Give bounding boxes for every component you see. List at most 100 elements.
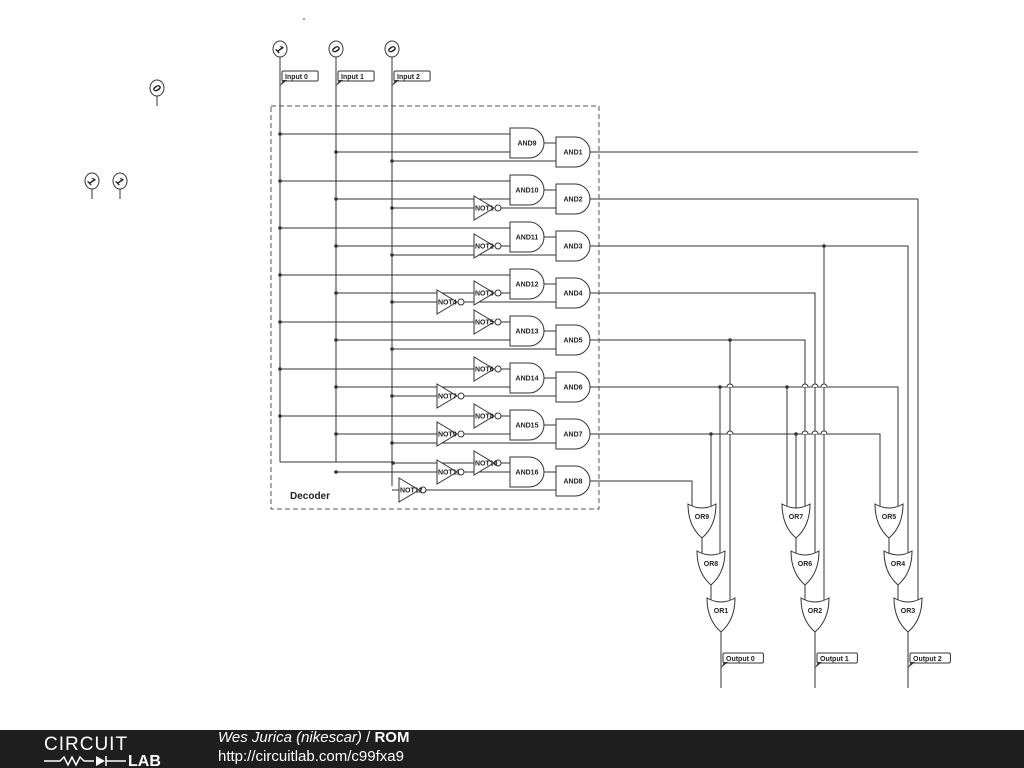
and-gate-and7: AND7 <box>555 418 591 450</box>
and-gate-and10: AND10 <box>509 174 545 206</box>
svg-text:OR5: OR5 <box>882 514 897 521</box>
svg-text:AND15: AND15 <box>516 423 539 430</box>
or-gate-or9: OR9 <box>687 503 717 539</box>
svg-text:AND8: AND8 <box>563 479 582 486</box>
input-1-probe[interactable]: 0 <box>328 40 344 67</box>
svg-text:AND3: AND3 <box>563 244 582 251</box>
svg-text:NOT4: NOT4 <box>438 300 457 307</box>
svg-text:NOT11: NOT11 <box>438 470 460 477</box>
svg-text:Output 2: Output 2 <box>913 656 942 663</box>
or-gate-or3: OR3 <box>893 597 923 633</box>
not-gate-not3: NOT3 <box>473 280 502 306</box>
attribution-line: Wes Jurica (nikescar) / ROM <box>218 729 409 746</box>
decoder-label: Decoder <box>290 491 330 502</box>
not-gate-not5: NOT5 <box>473 309 502 335</box>
svg-text:OR1: OR1 <box>714 608 729 615</box>
svg-text:AND12: AND12 <box>516 282 539 289</box>
or-gate-or1: OR1 <box>706 597 736 633</box>
svg-text:NOT10: NOT10 <box>475 461 498 468</box>
or-gate-or4: OR4 <box>883 550 913 586</box>
and-gate-and13: AND13 <box>509 315 545 347</box>
and-gate-and1: AND1 <box>555 136 591 168</box>
loose-probe-0[interactable]: 0 <box>149 79 165 106</box>
svg-text:NOT3: NOT3 <box>475 291 494 298</box>
not-gate-not6: NOT6 <box>473 356 502 382</box>
svg-text:OR8: OR8 <box>704 561 719 568</box>
input-0-probe[interactable]: 1 <box>272 40 288 67</box>
or-gate-or7: OR7 <box>781 503 811 539</box>
svg-text:Input 0: Input 0 <box>285 74 308 81</box>
output-1-tag: Output 1 <box>815 652 858 668</box>
svg-text:NOT12: NOT12 <box>400 488 423 495</box>
and-gate-and6: AND6 <box>555 371 591 403</box>
not-gate-not2: NOT2 <box>473 233 502 259</box>
svg-text:Output 0: Output 0 <box>726 656 755 663</box>
not-gate-not4: NOT4 <box>436 289 465 315</box>
svg-text:NOT9: NOT9 <box>438 432 457 439</box>
circuit-title[interactable]: ROM <box>374 729 410 746</box>
not-gate-not12: NOT12 <box>398 477 427 503</box>
svg-text:AND11: AND11 <box>516 235 539 242</box>
svg-text:NOT7: NOT7 <box>438 394 457 401</box>
or-gate-or6: OR6 <box>790 550 820 586</box>
logo-diode-icon <box>96 756 105 766</box>
svg-text:AND10: AND10 <box>516 188 539 195</box>
svg-text:AND13: AND13 <box>516 329 539 336</box>
and-gate-and2: AND2 <box>555 183 591 215</box>
and-gate-and14: AND14 <box>509 362 545 394</box>
svg-text:AND6: AND6 <box>563 385 582 392</box>
and-gate-and3: AND3 <box>555 230 591 262</box>
svg-text:OR7: OR7 <box>789 514 804 521</box>
svg-text:OR3: OR3 <box>901 608 916 615</box>
svg-text:AND9: AND9 <box>517 141 536 148</box>
svg-text:OR2: OR2 <box>808 608 823 615</box>
svg-text:AND14: AND14 <box>516 376 539 383</box>
svg-text:OR9: OR9 <box>695 514 710 521</box>
svg-text:Output 1: Output 1 <box>820 656 849 663</box>
and-gate-and16: AND16 <box>509 456 545 488</box>
svg-text:Input 2: Input 2 <box>397 74 420 81</box>
not-gate-not8: NOT8 <box>473 403 502 429</box>
not-gate-not9: NOT9 <box>436 421 465 447</box>
junction-dots <box>278 132 826 474</box>
attribution-separator: / <box>366 729 371 746</box>
not-gate-not1: NOT1 <box>473 195 502 221</box>
input-2-probe[interactable]: 0 <box>384 40 400 67</box>
svg-text:AND1: AND1 <box>563 150 582 157</box>
and-gate-and8: AND8 <box>555 465 591 497</box>
output-2-tag: Output 2 <box>908 652 951 668</box>
circuit-url[interactable]: http://circuitlab.com/c99fxa9 <box>218 748 404 765</box>
and-gate-and15: AND15 <box>509 409 545 441</box>
output-0-tag: Output 0 <box>721 652 764 668</box>
svg-text:AND2: AND2 <box>563 197 582 204</box>
svg-text:AND5: AND5 <box>563 338 582 345</box>
svg-text:NOT2: NOT2 <box>475 244 494 251</box>
svg-text:OR4: OR4 <box>891 561 906 568</box>
and-gate-and9: AND9 <box>509 127 545 159</box>
or-gate-or5: OR5 <box>874 503 904 539</box>
footer-bar <box>0 730 1024 768</box>
logo-text-circuit: CIRCUIT <box>44 734 128 755</box>
decoder-box <box>270 105 600 510</box>
or-gate-or8: OR8 <box>696 550 726 586</box>
svg-text:Input 1: Input 1 <box>341 74 364 81</box>
svg-text:OR6: OR6 <box>798 561 813 568</box>
author-name[interactable]: Wes Jurica (nikescar) <box>218 729 362 746</box>
labels: Decoder <box>290 491 330 502</box>
svg-text:AND4: AND4 <box>563 291 582 298</box>
logo-waveform-icon <box>44 755 94 767</box>
input-2-tag: Input 2 <box>392 70 431 86</box>
and-gate-and5: AND5 <box>555 324 591 356</box>
or-gate-or2: OR2 <box>800 597 830 633</box>
svg-text:NOT8: NOT8 <box>475 414 494 421</box>
not-gate-not10: NOT10 <box>473 450 502 476</box>
circuitlab-logo[interactable]: CIRCUIT LAB <box>30 733 180 767</box>
svg-text:AND7: AND7 <box>563 432 582 439</box>
input-0-tag: Input 0 <box>280 70 319 86</box>
svg-text:NOT6: NOT6 <box>475 367 494 374</box>
loose-probe-1[interactable]: 1 <box>84 172 100 199</box>
and-gate-and11: AND11 <box>509 221 545 253</box>
loose-probe-2[interactable]: 1 <box>112 172 128 199</box>
